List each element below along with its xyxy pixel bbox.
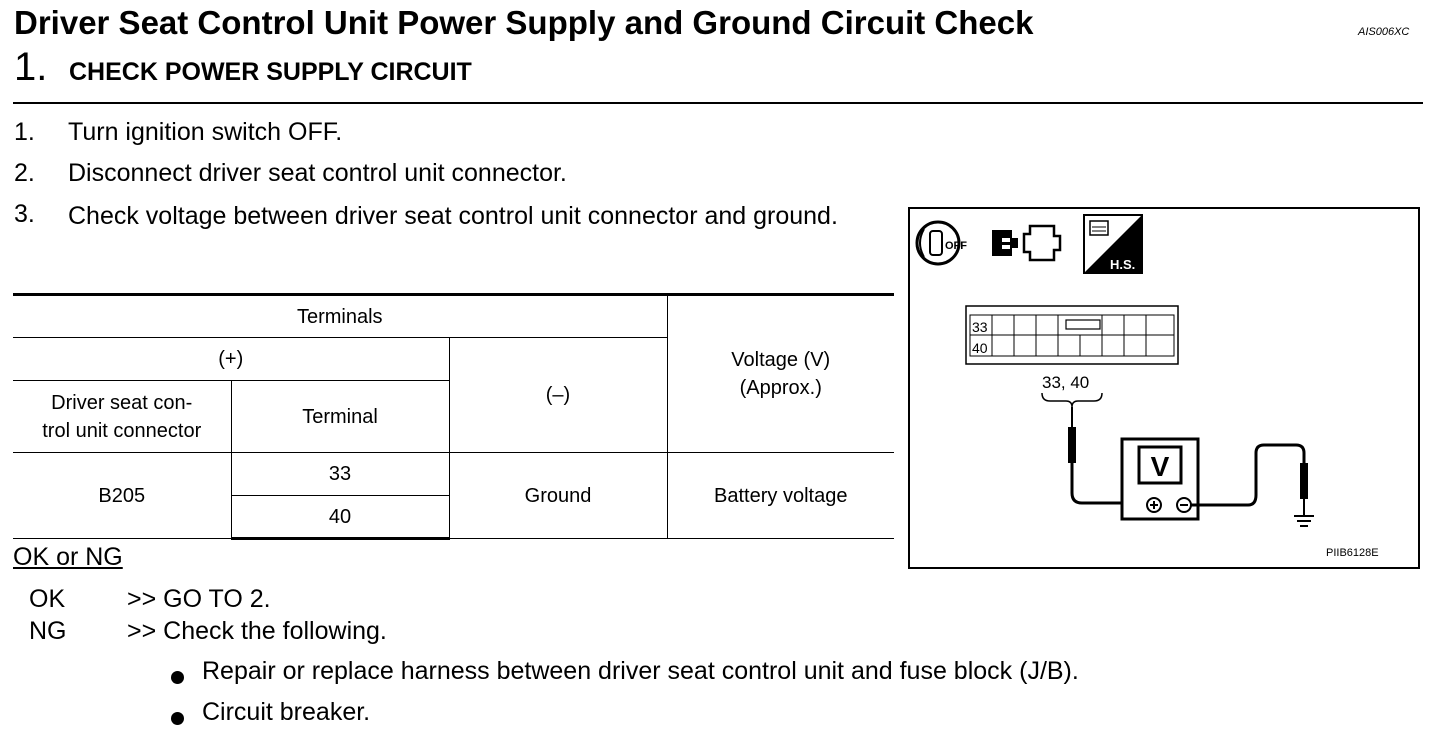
instruction-number: 3. [14, 200, 35, 228]
voltage-header-label: Voltage (V) [731, 349, 831, 371]
instruction-text: Turn ignition switch OFF. [68, 118, 343, 146]
terminal-cell: 40 [230, 495, 450, 540]
connector-header: Driver seat con- trol unit connector [13, 380, 232, 453]
connector-pin-33: 33 [972, 319, 988, 335]
minus-cell: Ground [448, 452, 668, 539]
voltage-approx-label: (Approx.) [739, 377, 822, 399]
hs-text: H.S. [1110, 257, 1135, 272]
ng-action: >> Check the following. [127, 617, 387, 645]
probe-terminal-label: 33, 40 [1042, 373, 1089, 392]
terminal-header: Terminal [230, 380, 450, 453]
voltmeter: V [1120, 437, 1200, 521]
step-number: 1. [14, 45, 48, 89]
minus-header: (–) [448, 337, 668, 453]
bullet-icon [171, 671, 184, 684]
positive-lead [1070, 463, 1156, 505]
harness-side-icon: H.S. [1083, 214, 1143, 274]
instruction-number: 2. [14, 159, 35, 187]
connector-face: 33 40 [965, 305, 1179, 365]
meter-label: V [1151, 451, 1170, 482]
header-divider [13, 102, 1423, 104]
ground-icon [1294, 499, 1314, 527]
terminal-cell: 33 [230, 452, 450, 496]
instruction-number: 1. [14, 118, 35, 146]
terminals-header: Terminals [13, 293, 668, 338]
negative-probe [1300, 463, 1308, 499]
key-off-text: OFF [945, 240, 967, 252]
connector-pin-40: 40 [972, 340, 988, 356]
ng-label: NG [29, 617, 67, 645]
instruction-text: Check voltage between driver seat contro… [68, 202, 838, 230]
ok-ng-heading: OK or NG [13, 543, 123, 571]
bullet-icon [171, 712, 184, 725]
page-title: Driver Seat Control Unit Power Supply an… [14, 4, 1034, 41]
voltage-header: Voltage (V) (Approx.) [666, 293, 894, 453]
connector-cell: B205 [13, 452, 232, 539]
disconnect-connector-icon [992, 224, 1062, 262]
wiring-diagram: OFF H.S. 33 40 33, 40 [915, 214, 1314, 527]
step-title: CHECK POWER SUPPLY CIRCUIT [69, 58, 472, 86]
positive-probe [1068, 427, 1076, 463]
ok-label: OK [29, 585, 66, 613]
voltage-spec-table: Terminals Voltage (V) (Approx.) (+) (–) … [13, 293, 894, 540]
ignition-off-icon: OFF [915, 220, 967, 266]
ok-action: >> GO TO 2. [127, 585, 271, 613]
voltage-cell: Battery voltage [666, 452, 894, 539]
check-item: Circuit breaker. [202, 698, 371, 726]
plus-header: (+) [13, 337, 450, 381]
check-item: Repair or replace harness between driver… [202, 657, 1079, 685]
figure-code: PIIB6128E [1326, 547, 1379, 559]
reference-code: AIS006XC [1358, 26, 1410, 38]
instruction-text: Disconnect driver seat control unit conn… [68, 159, 567, 187]
terminal-brace [1041, 392, 1103, 408]
negative-lead [1191, 443, 1306, 507]
wiring-figure [908, 207, 1420, 569]
